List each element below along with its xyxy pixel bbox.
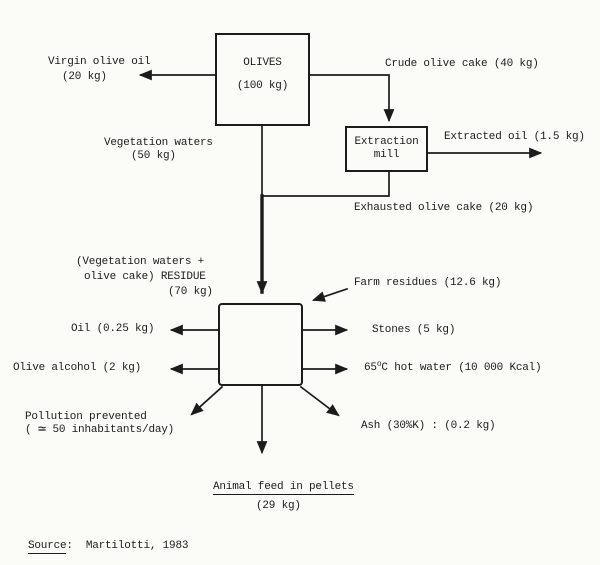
vegetation-waters-label: Vegetation waters <box>104 137 213 149</box>
residue-label-line1: (Vegetation waters + <box>76 256 205 268</box>
hot-water-label: 65oC hot water (10 000 Kcal) <box>364 360 542 375</box>
source-label: Source <box>28 540 67 554</box>
farm-residues-arrow <box>311 287 349 302</box>
pollution-prevented-arrow <box>190 385 224 416</box>
crude-olive-cake-label: Crude olive cake (40 kg) <box>385 58 539 70</box>
extraction-mill-line1: Extraction <box>354 136 419 148</box>
oil-label: Oil (0.25 kg) <box>71 323 155 335</box>
extracted-oil-label: Extracted oil (1.5 kg) <box>444 131 585 143</box>
olives-node: OLIVES (100 kg) <box>215 33 310 126</box>
source-separator: : <box>66 540 73 552</box>
ash-label: Ash (30%K) : (0.2 kg) <box>361 420 496 432</box>
source-line: Source: Martilotti, 1983 <box>28 540 189 554</box>
virgin-olive-oil-label: Virgin olive oil <box>48 56 151 68</box>
pollution-open-paren: ( <box>25 424 38 436</box>
ash-arrow <box>299 385 340 417</box>
processing-unit-node <box>218 303 303 386</box>
hot-water-prefix: 65 <box>364 362 377 374</box>
animal-feed-label: Animal feed in pellets <box>213 481 354 495</box>
olives-title: OLIVES <box>243 57 282 69</box>
source-citation: Martilotti, 1983 <box>85 540 189 552</box>
stones-label: Stones (5 kg) <box>372 324 456 336</box>
extraction-mill-line2: mill <box>373 149 400 161</box>
vegetation-waters-qty: (50 kg) <box>131 150 176 162</box>
crude-olive-cake-arrow <box>309 74 395 123</box>
extraction-mill-node: Extraction mill <box>345 126 428 172</box>
farm-residues-label: Farm residues (12.6 kg) <box>354 277 502 289</box>
olive-alcohol-label: Olive alcohol (2 kg) <box>13 362 142 374</box>
pollution-rest: 50 inhabitants/day) <box>46 424 175 436</box>
olives-qty: (100 kg) <box>236 80 289 92</box>
animal-feed-title: Animal feed in pellets <box>213 481 354 495</box>
hot-water-suffix: C hot water (10 000 Kcal) <box>381 362 542 374</box>
mill-to-junction-line <box>261 171 390 197</box>
residue-label-line2: olive cake) RESIDUE <box>84 271 206 283</box>
exhausted-olive-cake-label: Exhausted olive cake (20 kg) <box>354 202 534 214</box>
residue-label-line3: (70 kg) <box>168 286 213 298</box>
virgin-olive-oil-qty: (20 kg) <box>62 71 107 83</box>
animal-feed-qty: (29 kg) <box>256 500 301 512</box>
approx-symbol: ≃ <box>37 422 47 438</box>
hot-water-degree-sup: o <box>376 360 382 369</box>
pollution-prevented-label-line2: ( ≃ 50 inhabitants/day) <box>25 422 175 438</box>
pollution-prevented-label-line1: Pollution prevented <box>25 411 147 423</box>
